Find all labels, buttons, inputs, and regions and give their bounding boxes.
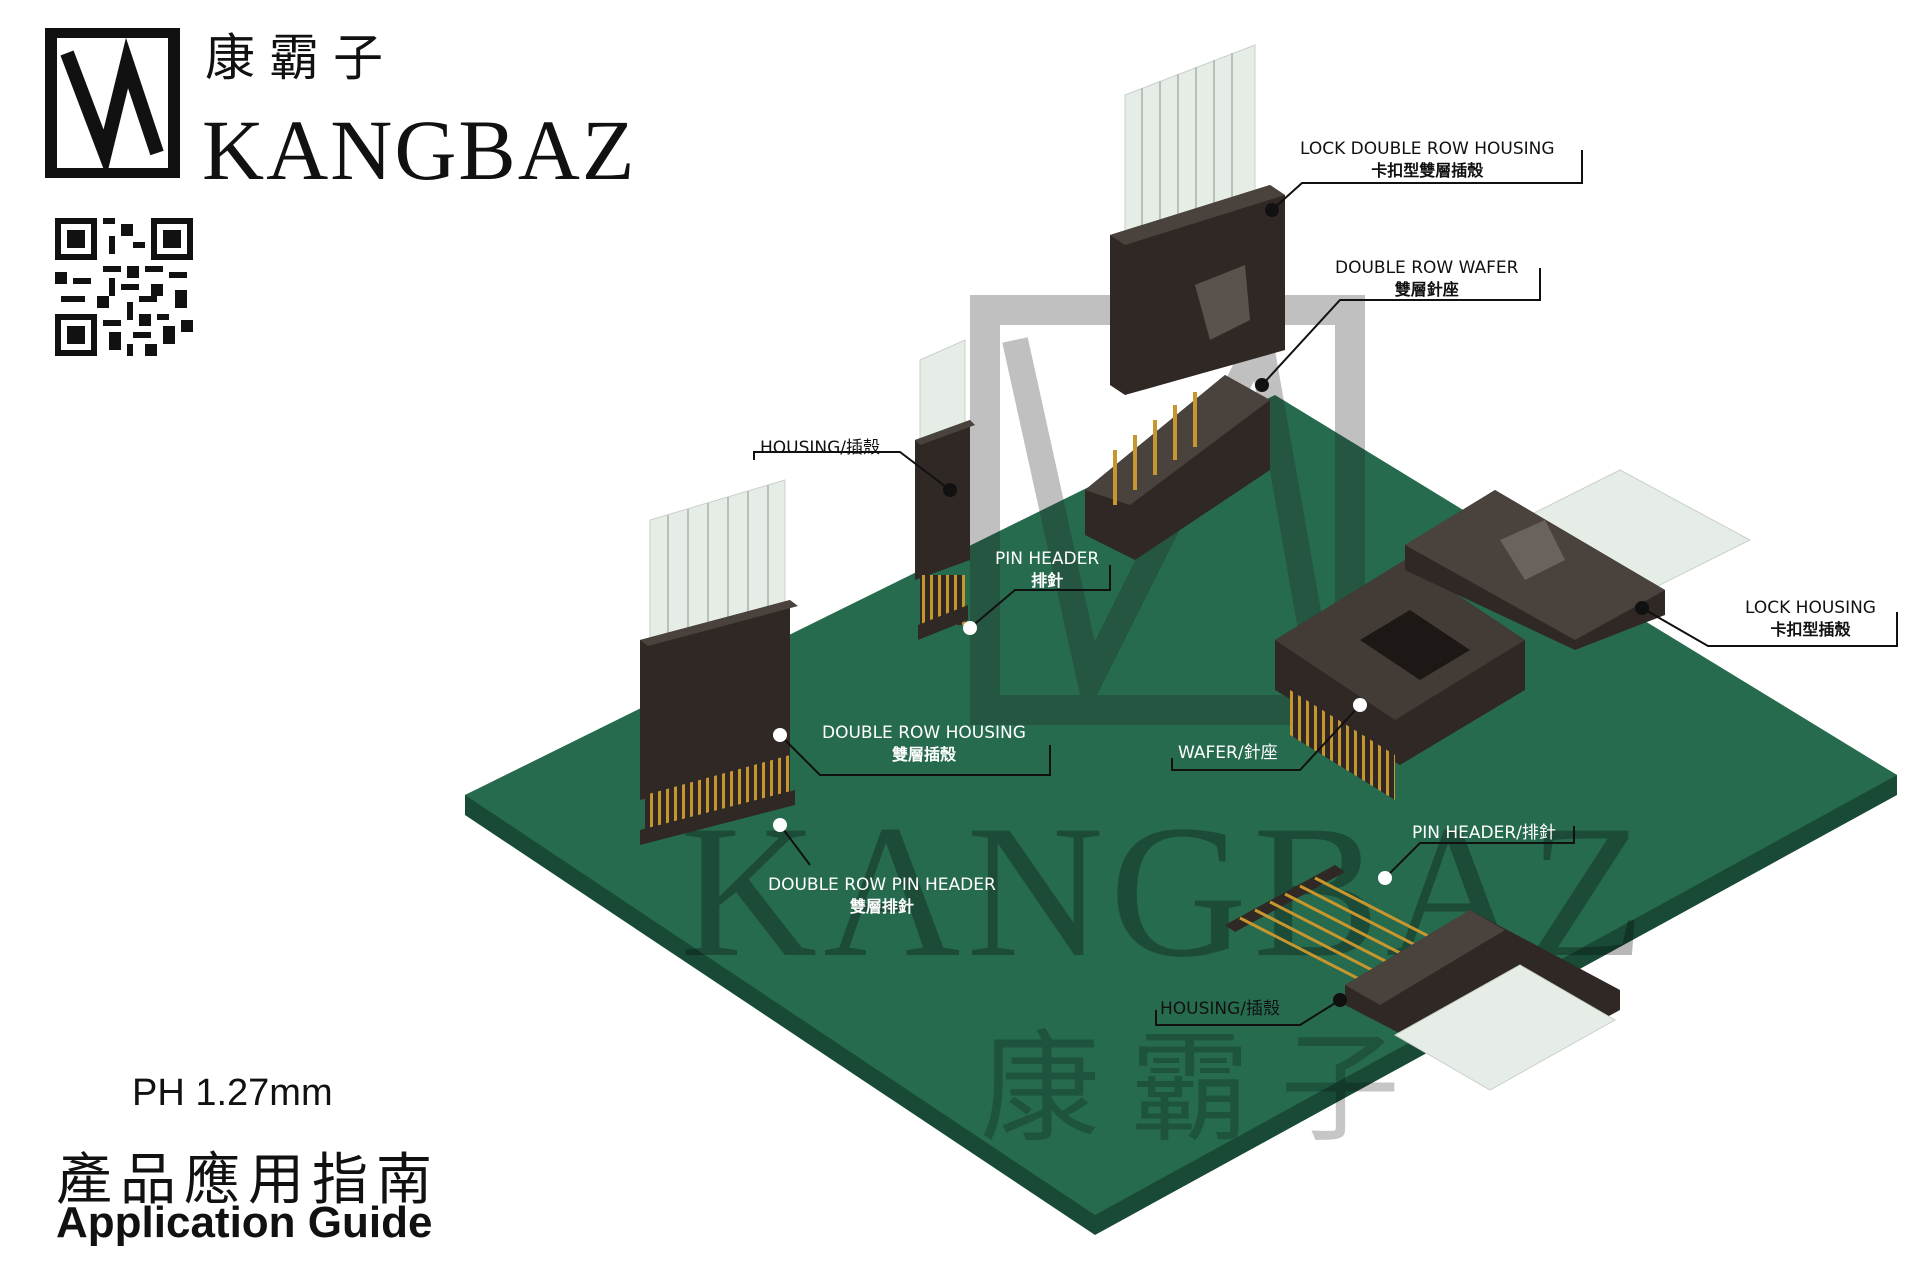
label-en: PIN HEADER/排針	[1412, 823, 1556, 843]
label-cn: 雙層針座	[1394, 280, 1459, 299]
pin-header-top	[918, 575, 968, 640]
housing-bottom	[1345, 910, 1620, 1091]
label-cn: 雙層排針	[849, 897, 914, 916]
callout-leaders	[753, 150, 1898, 1026]
label-double-row-pin-header: DOUBLE ROW PIN HEADER 雙層排針	[768, 874, 996, 918]
label-lock-housing: LOCK HOUSING 卡扣型插殼	[1745, 597, 1876, 641]
lock-housing	[1405, 469, 1752, 650]
kangbaz-logo-icon	[45, 28, 180, 178]
brand-name-cn: 康霸子	[205, 29, 397, 87]
lock-double-row-housing	[1110, 44, 1285, 395]
pitch-label: PH 1.27mm	[132, 1072, 333, 1114]
label-cn: 卡扣型插殼	[1770, 620, 1851, 639]
housing-top	[915, 339, 975, 580]
double-row-pin-header	[640, 755, 795, 845]
label-en: PIN HEADER	[995, 549, 1100, 569]
label-cn: 卡扣型雙層插殼	[1371, 161, 1484, 180]
double-row-wafer	[1085, 375, 1270, 560]
label-en: WAFER/針座	[1178, 743, 1278, 763]
label-housing-bottom: HOUSING/插殼	[1160, 998, 1280, 1020]
label-pin-header-bottom: PIN HEADER/排針	[1412, 822, 1556, 844]
brand-name-en: KANGBAZ	[202, 102, 637, 198]
label-en: HOUSING/插殼	[760, 438, 881, 458]
label-pin-header-top: PIN HEADER 排針	[995, 548, 1099, 592]
label-cn: 雙層插殼	[891, 745, 956, 764]
label-en: DOUBLE ROW WAFER	[1335, 258, 1519, 278]
guide-title-en: Application Guide	[56, 1198, 433, 1247]
label-en: DOUBLE ROW PIN HEADER	[768, 875, 996, 895]
label-double-row-housing: DOUBLE ROW HOUSING 雙層插殼	[822, 722, 1026, 766]
guide-title-cn: 產品應用指南	[56, 1148, 440, 1213]
label-en: LOCK DOUBLE ROW HOUSING	[1300, 139, 1555, 159]
callout-dots	[773, 203, 1649, 1007]
label-en: DOUBLE ROW HOUSING	[822, 723, 1026, 743]
label-double-row-wafer: DOUBLE ROW WAFER 雙層針座	[1335, 257, 1518, 301]
label-en: LOCK HOUSING	[1745, 598, 1876, 618]
label-wafer: WAFER/針座	[1178, 742, 1278, 764]
watermark-text-cn: 康霸子	[980, 1020, 1430, 1159]
qr-code-icon	[55, 218, 193, 356]
label-lock-double-row-housing: LOCK DOUBLE ROW HOUSING 卡扣型雙層插殼	[1300, 138, 1555, 182]
double-row-housing	[640, 479, 798, 800]
label-cn: 排針	[1031, 571, 1064, 590]
label-en: HOUSING/插殼	[1160, 999, 1281, 1019]
wafer	[1275, 560, 1525, 800]
label-housing-top: HOUSING/插殼	[760, 437, 880, 459]
